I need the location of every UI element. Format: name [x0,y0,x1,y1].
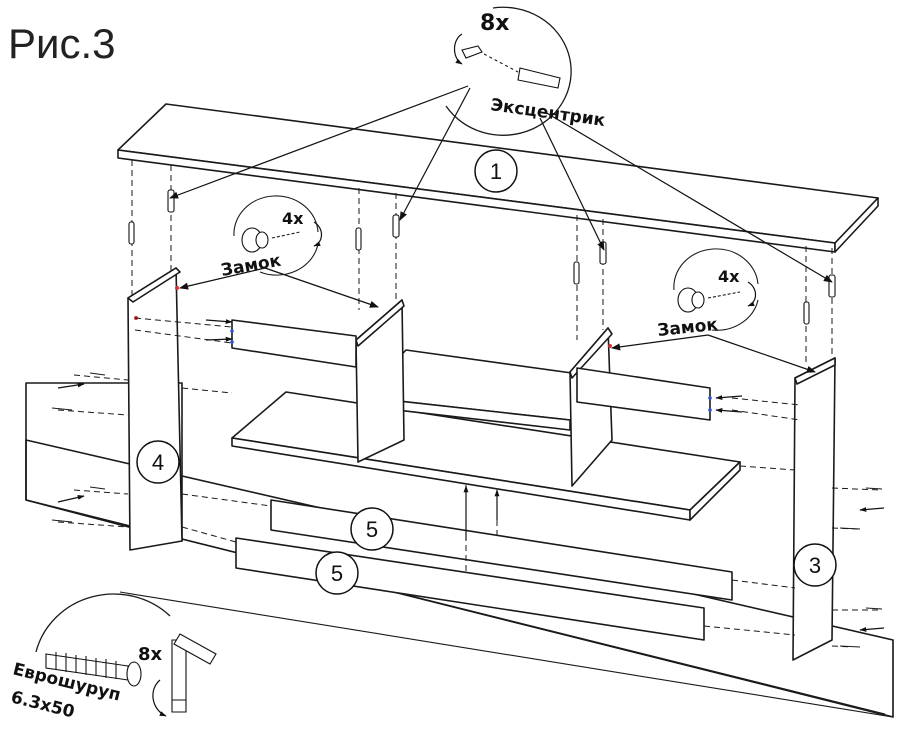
lock-right-icon [677,281,757,313]
svg-text:5: 5 [366,517,378,542]
euroscrew-count: 8х [138,644,163,665]
lock-right-label: Замок [656,315,719,341]
lock-left-icon [241,221,323,253]
euroscrew-icon [45,652,142,687]
euroscrew-callout: 8х Еврошуруп 6.3х50 [9,593,217,723]
right-rail [576,367,712,421]
part-label-drawer-upper: 5 [350,507,394,551]
lock-right-callout: 4х Замок [656,248,759,341]
part-label-drawer-lower: 5 [315,551,359,595]
svg-text:1: 1 [490,159,502,184]
left-side-panel [127,267,183,551]
right-side-panel [792,357,836,661]
lock-right-count: 4х [718,267,740,286]
euroscrew-pins [51,372,883,648]
part-label-left-side: 4 [136,440,180,484]
eccentric-label: Эксцентрик [489,95,607,131]
lock-left-callout: 4х Замок [219,195,323,281]
lock-left-label: Замок [219,251,283,281]
eccentric-callout: 8х Эксцентрик [445,6,607,136]
eccentric-icon [453,33,561,89]
left-rail [230,319,357,368]
figure-title: Рис.3 [8,20,116,67]
center-shelf [361,349,609,431]
right-divider [569,327,613,487]
eccentric-count: 8х [480,11,510,36]
eccentric-arrows [169,85,833,283]
assembly-arrows [57,319,885,632]
guide-lines-horizontal [57,317,881,648]
hex-key-icon [152,633,217,717]
lock-left-count: 4х [282,209,304,228]
svg-text:3: 3 [809,553,821,578]
svg-text:4: 4 [152,450,164,475]
part-label-right-side: 3 [793,543,837,587]
part-label-top: 1 [474,149,518,193]
svg-text:5: 5 [331,561,343,586]
left-divider [355,299,405,463]
